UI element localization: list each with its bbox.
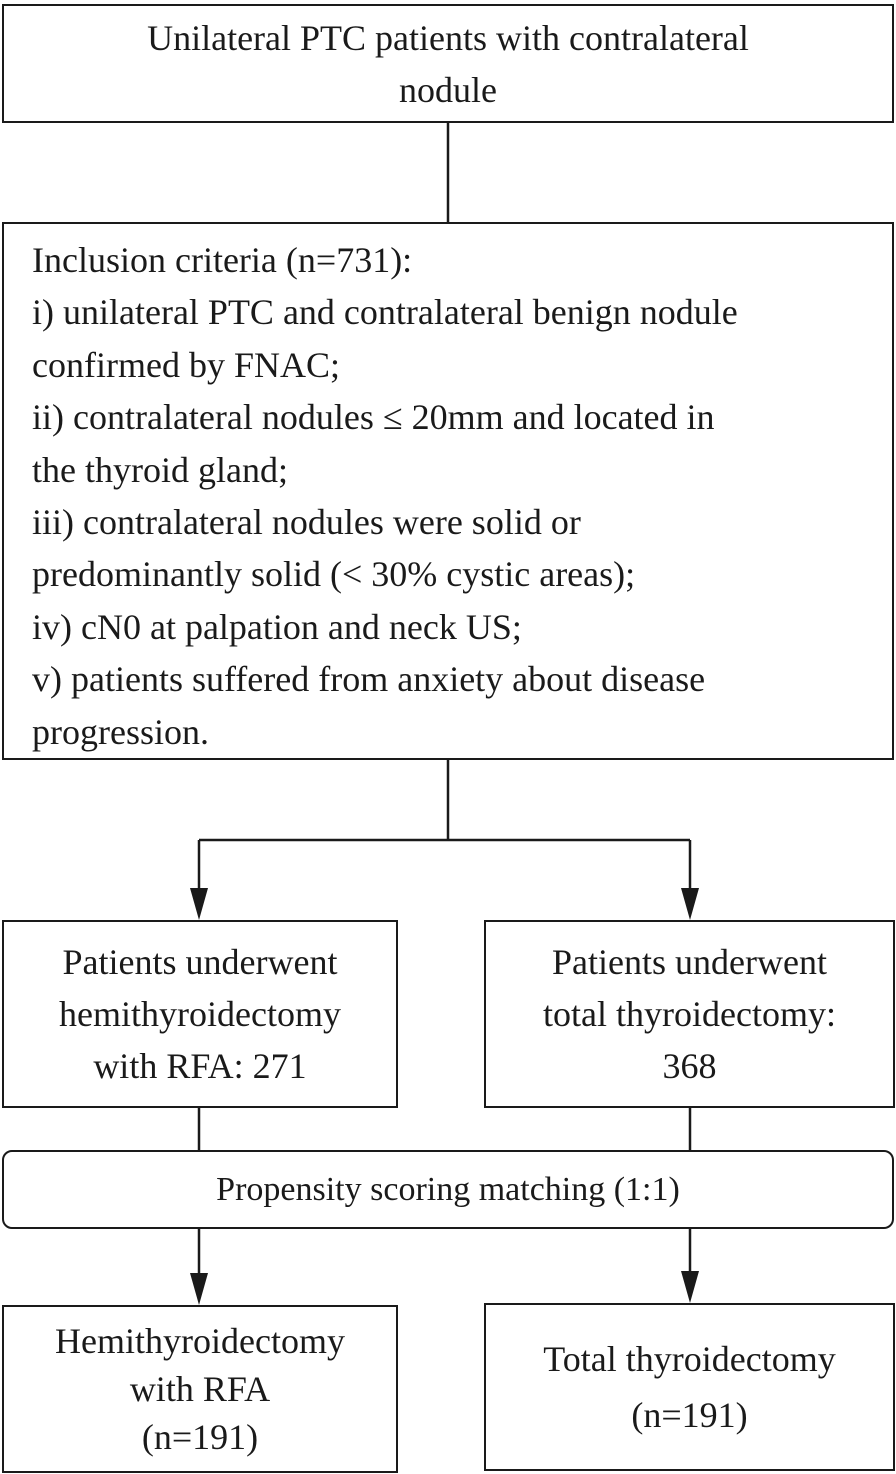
arrow-to-total-final: [681, 1229, 699, 1303]
inclusion-line: confirmed by FNAC;: [32, 344, 340, 385]
inclusion-line: predominantly solid (< 30% cystic areas)…: [32, 554, 636, 595]
propensity-matching-box: Propensity scoring matching (1:1): [2, 1150, 894, 1229]
inclusion-line: the thyroid gland;: [32, 449, 288, 490]
arrow-to-hemi-final: [190, 1229, 208, 1305]
hemithyroidectomy-group-box: Patients underwent hemithyroidectomy wit…: [2, 920, 398, 1108]
arrow-to-total: [681, 840, 699, 920]
hemithyroidectomy-group-text: Patients underwent hemithyroidectomy wit…: [59, 942, 341, 1086]
inclusion-line: iv) cN0 at palpation and neck US;: [32, 606, 522, 647]
inclusion-line: ii) contralateral nodules ≤ 20mm and loc…: [32, 397, 715, 438]
total-thyroidectomy-group-box: Patients underwent total thyroidectomy: …: [484, 920, 895, 1108]
population-text: Unilateral PTC patients with contralater…: [147, 17, 749, 110]
hemithyroidectomy-matched-box: Hemithyroidectomy with RFA (n=191): [2, 1305, 398, 1473]
total-thyroidectomy-matched-box: Total thyroidectomy (n=191): [484, 1303, 895, 1471]
inclusion-line: progression.: [32, 711, 209, 752]
inclusion-line: v) patients suffered from anxiety about …: [32, 659, 706, 700]
inclusion-line: i) unilateral PTC and contralateral beni…: [32, 292, 738, 333]
total-thyroidectomy-matched-text: Total thyroidectomy (n=191): [543, 1339, 836, 1435]
inclusion-title: Inclusion criteria (n=731):: [32, 240, 413, 280]
inclusion-criteria-box: Inclusion criteria (n=731): i) unilatera…: [2, 222, 894, 760]
propensity-matching-text: Propensity scoring matching (1:1): [216, 1170, 680, 1208]
hemithyroidectomy-matched-text: Hemithyroidectomy with RFA (n=191): [55, 1321, 345, 1457]
total-thyroidectomy-group-text: Patients underwent total thyroidectomy: …: [543, 942, 836, 1086]
inclusion-line: iii) contralateral nodules were solid or: [32, 502, 581, 543]
arrow-to-hemi: [190, 840, 208, 920]
population-box: Unilateral PTC patients with contralater…: [2, 4, 894, 123]
